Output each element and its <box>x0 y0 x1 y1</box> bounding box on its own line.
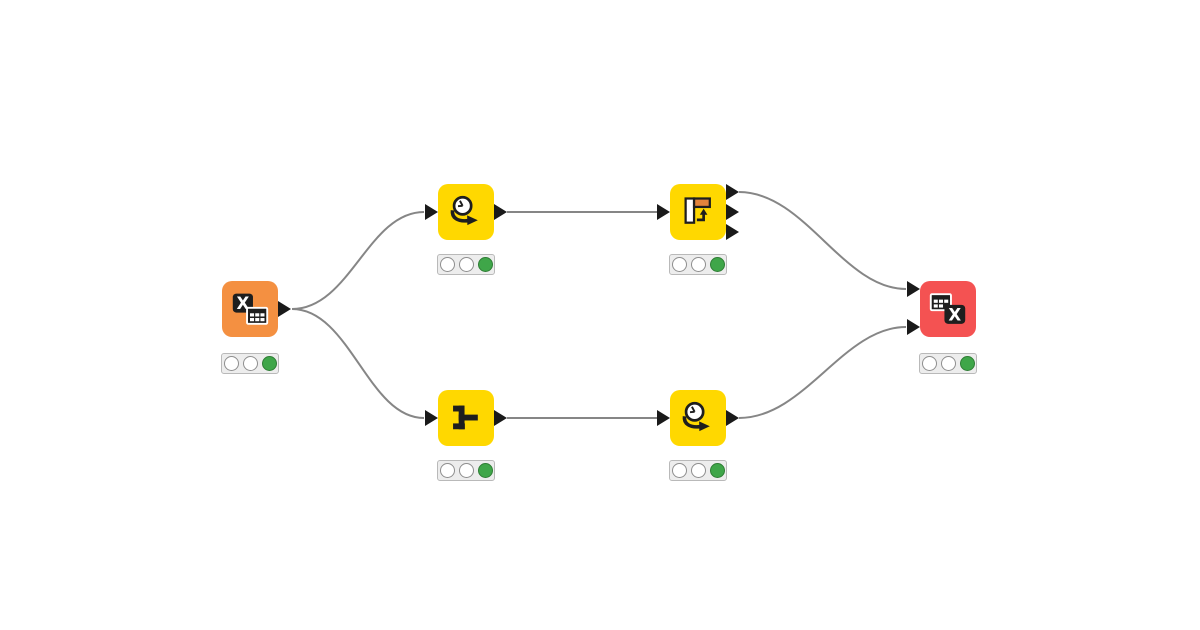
datetime-top-input-port[interactable] <box>425 204 438 220</box>
lamp-yellow-off <box>458 463 474 478</box>
datetime-bottom-input-port[interactable] <box>657 410 670 426</box>
connection-reader-to-datetime-top[interactable] <box>291 211 425 310</box>
traffic-light-excel-writer <box>919 353 977 374</box>
lamp-yellow-off <box>690 463 706 478</box>
lamp-yellow-off <box>458 257 474 272</box>
pivoting-output-port-3[interactable] <box>726 224 739 240</box>
traffic-light-pivoting <box>669 254 727 275</box>
svg-text:X: X <box>948 305 961 324</box>
lamp-green-on <box>477 463 493 478</box>
lamp-green-on <box>959 356 975 371</box>
lamp-red-off <box>439 257 455 272</box>
node-string-to-datetime-top[interactable] <box>438 184 494 240</box>
datetime-top-output-port[interactable] <box>494 204 507 220</box>
excel-writer-input-port-2[interactable] <box>907 319 920 335</box>
lamp-green-on <box>709 257 725 272</box>
node-pivoting[interactable] <box>670 184 726 240</box>
lamp-green-on <box>477 257 493 272</box>
traffic-light-excel-reader <box>221 353 279 374</box>
lamp-red-off <box>671 463 687 478</box>
lamp-red-off <box>223 356 239 371</box>
lamp-green-on <box>261 356 277 371</box>
pivoting-icon <box>684 197 711 224</box>
excel-reader-icon: X <box>232 293 269 325</box>
lamp-yellow-off <box>940 356 956 371</box>
connection-pivoting-to-writer[interactable] <box>738 191 907 290</box>
excel-writer-input-port-1[interactable] <box>907 281 920 297</box>
lamp-red-off <box>921 356 937 371</box>
node-row-filter[interactable] <box>438 390 494 446</box>
pivoting-input-port[interactable] <box>657 204 670 220</box>
node-string-to-datetime-bottom[interactable] <box>670 390 726 446</box>
connection-reader-to-row-filter[interactable] <box>291 308 425 419</box>
traffic-light-datetime-bottom <box>669 460 727 481</box>
node-excel-reader[interactable]: X <box>222 281 278 337</box>
row-filter-icon <box>453 405 478 430</box>
lamp-red-off <box>671 257 687 272</box>
traffic-light-datetime-top <box>437 254 495 275</box>
pivoting-output-port-2[interactable] <box>726 204 739 220</box>
traffic-light-row-filter <box>437 460 495 481</box>
clock-arrow-icon <box>450 195 478 226</box>
excel-writer-icon: X <box>929 293 966 324</box>
lamp-yellow-off <box>242 356 258 371</box>
lamp-yellow-off <box>690 257 706 272</box>
connection-datetime-bottom-to-writer[interactable] <box>738 326 907 419</box>
lamp-green-on <box>709 463 725 478</box>
node-excel-writer[interactable]: X <box>920 281 976 337</box>
row-filter-output-port[interactable] <box>494 410 507 426</box>
row-filter-input-port[interactable] <box>425 410 438 426</box>
clock-arrow-icon <box>682 401 710 432</box>
datetime-bottom-output-port[interactable] <box>726 410 739 426</box>
excel-reader-output-port[interactable] <box>278 301 291 317</box>
lamp-red-off <box>439 463 455 478</box>
pivoting-output-port-1[interactable] <box>726 184 739 200</box>
